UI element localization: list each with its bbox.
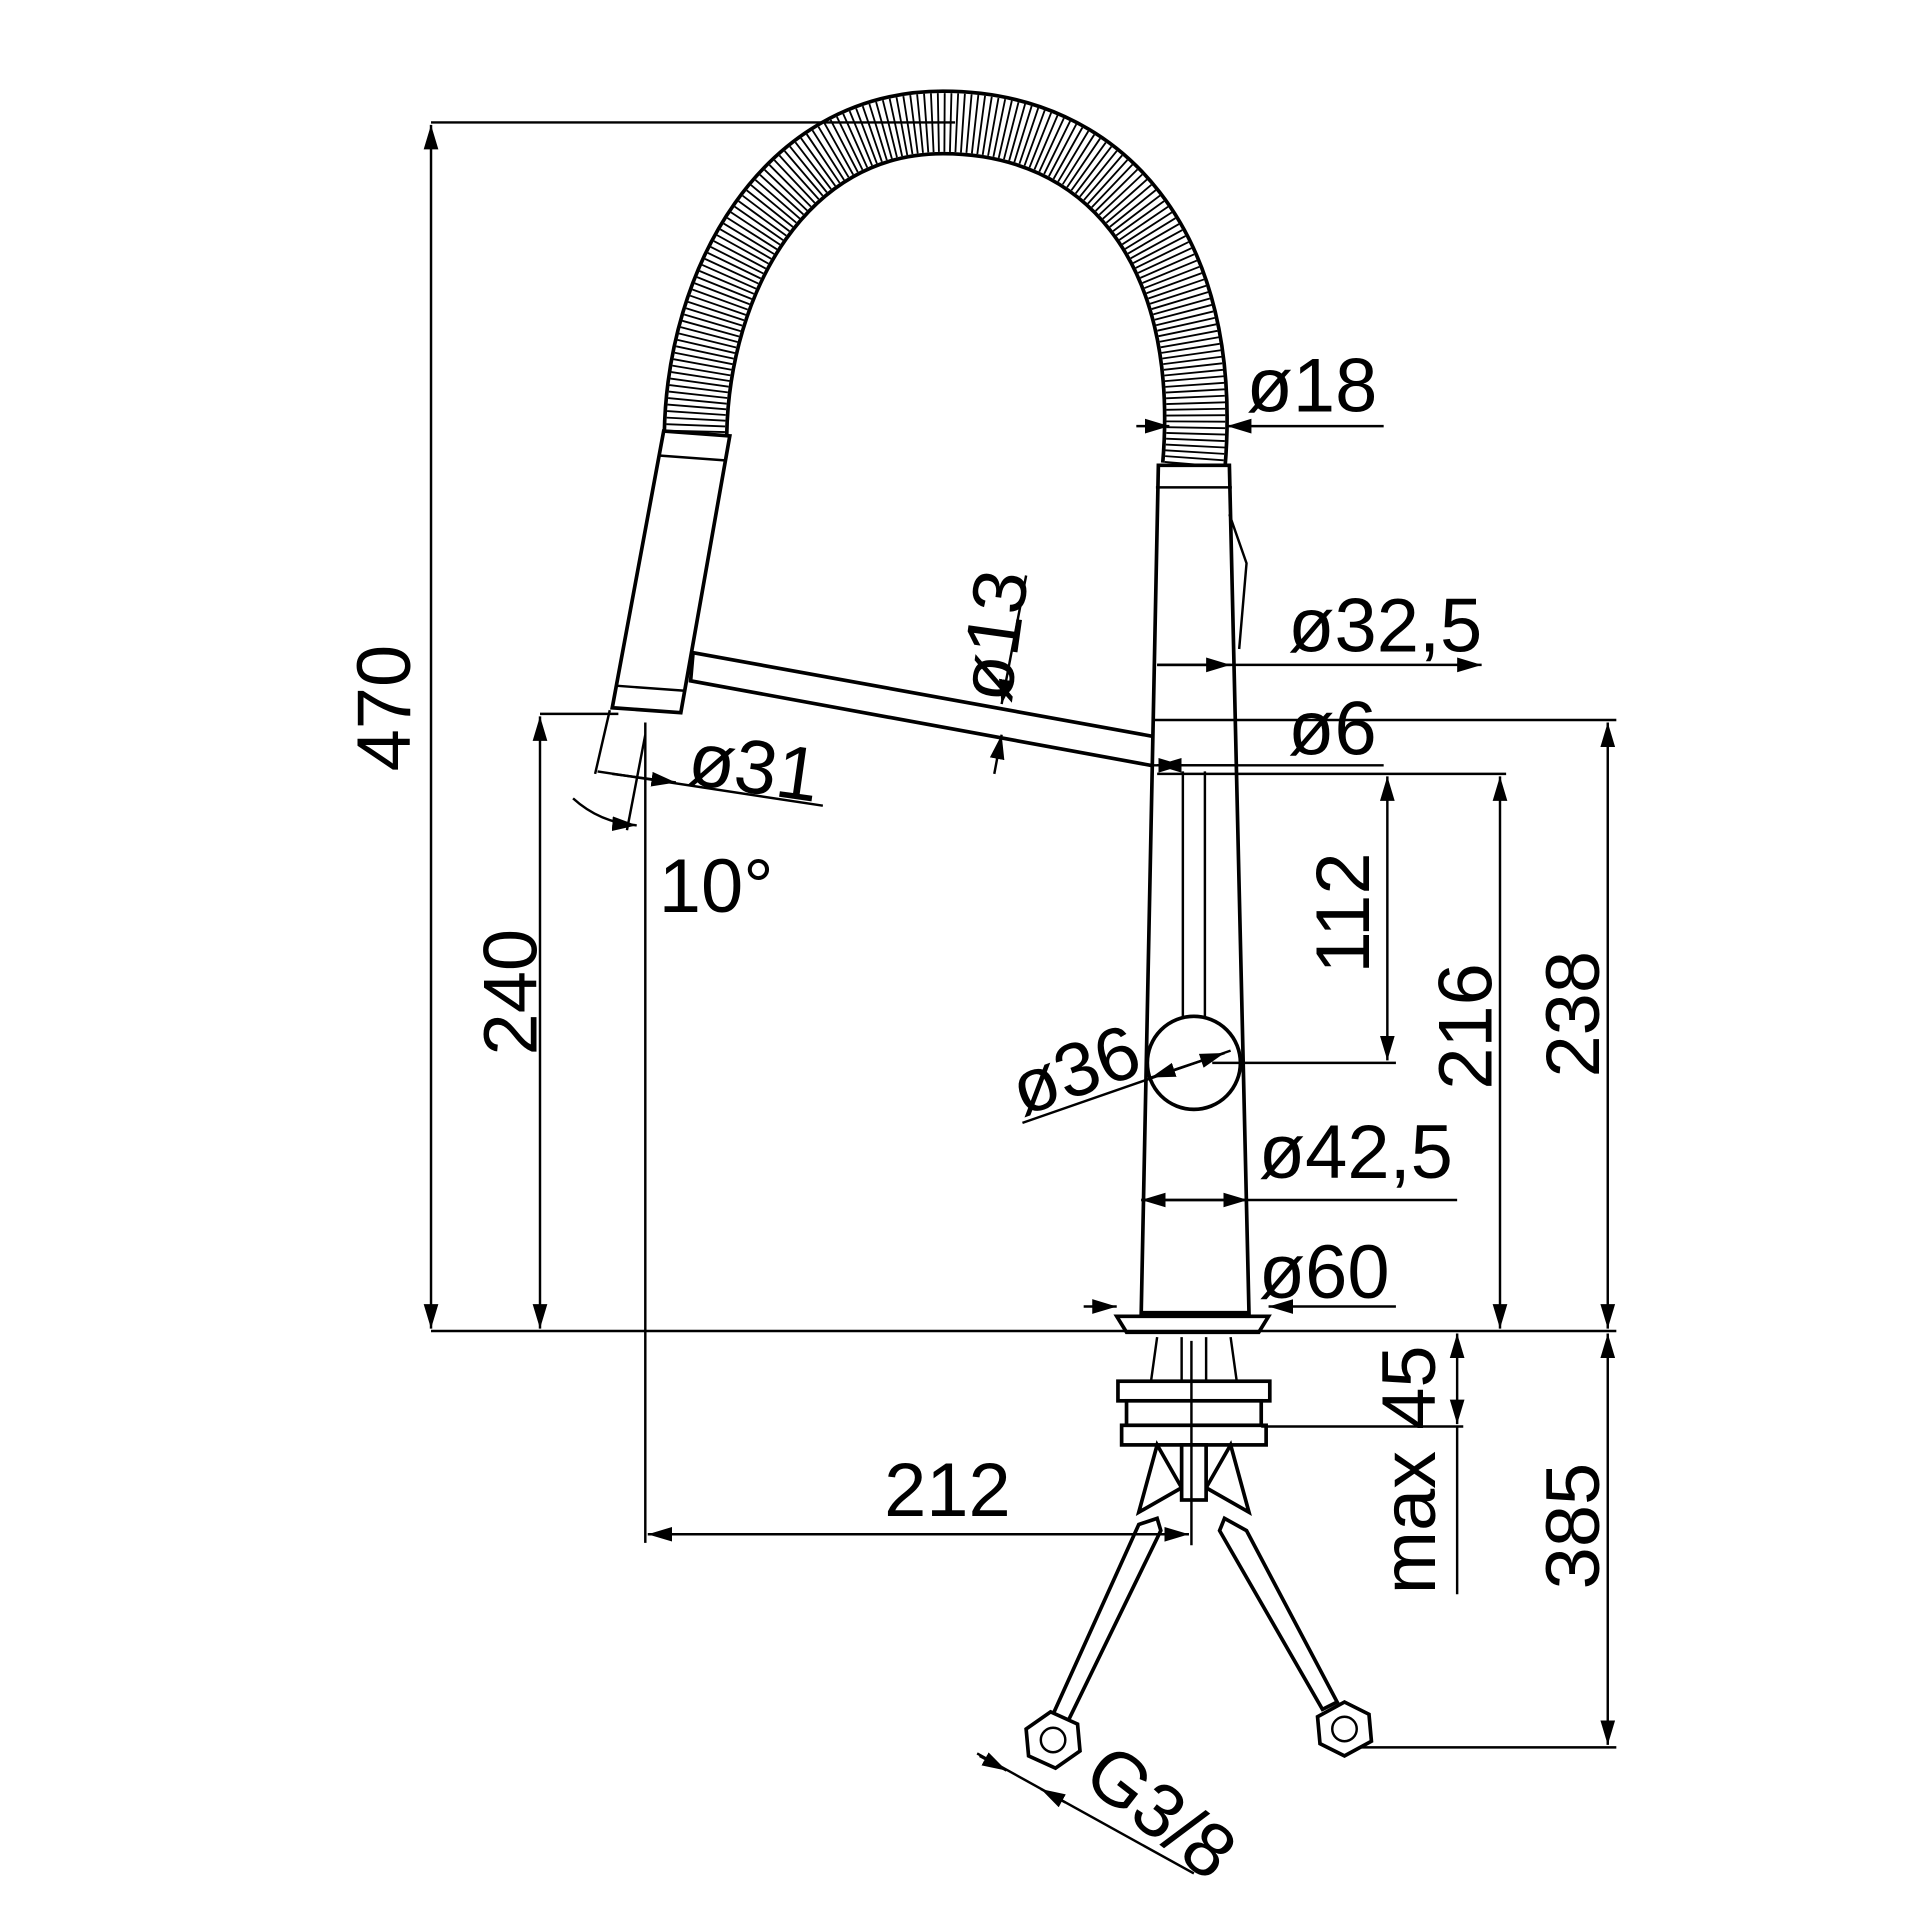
nut-left: [1024, 1709, 1082, 1771]
dim-o6: ø6: [1288, 686, 1377, 771]
dim-o31: ø31: [683, 716, 824, 818]
dim-10-deg: 10°: [659, 844, 774, 929]
supply-hose-right: [1217, 1515, 1340, 1712]
dim-212: 212: [884, 1448, 1011, 1533]
nut-right: [1315, 1699, 1374, 1758]
dimension-labels: 470 240 238 216 112 385 max 45 212 ø18 ø…: [342, 343, 1616, 1896]
dim-g3-8: G3/8: [1070, 1728, 1252, 1896]
dim-o13: ø13: [943, 565, 1045, 706]
faucet-body: [1139, 463, 1251, 1315]
dim-470: 470: [342, 645, 427, 772]
dim-o60: ø60: [1259, 1230, 1390, 1315]
dim-112: 112: [1301, 852, 1386, 973]
dim-o32-5: ø32,5: [1288, 583, 1482, 668]
dim-385: 385: [1531, 1463, 1616, 1590]
dim-216: 216: [1423, 963, 1508, 1090]
dim-o18: ø18: [1247, 343, 1378, 428]
supply-hose-left: [1050, 1516, 1163, 1725]
dim-240: 240: [468, 929, 553, 1056]
dim-o42-5: ø42,5: [1259, 1110, 1453, 1195]
dim-o36: ø36: [999, 1008, 1151, 1133]
dim-238: 238: [1531, 951, 1616, 1078]
dim-max-45: max 45: [1367, 1345, 1452, 1594]
spray-head: [610, 429, 732, 715]
dimension-lines: [423, 121, 1617, 1875]
